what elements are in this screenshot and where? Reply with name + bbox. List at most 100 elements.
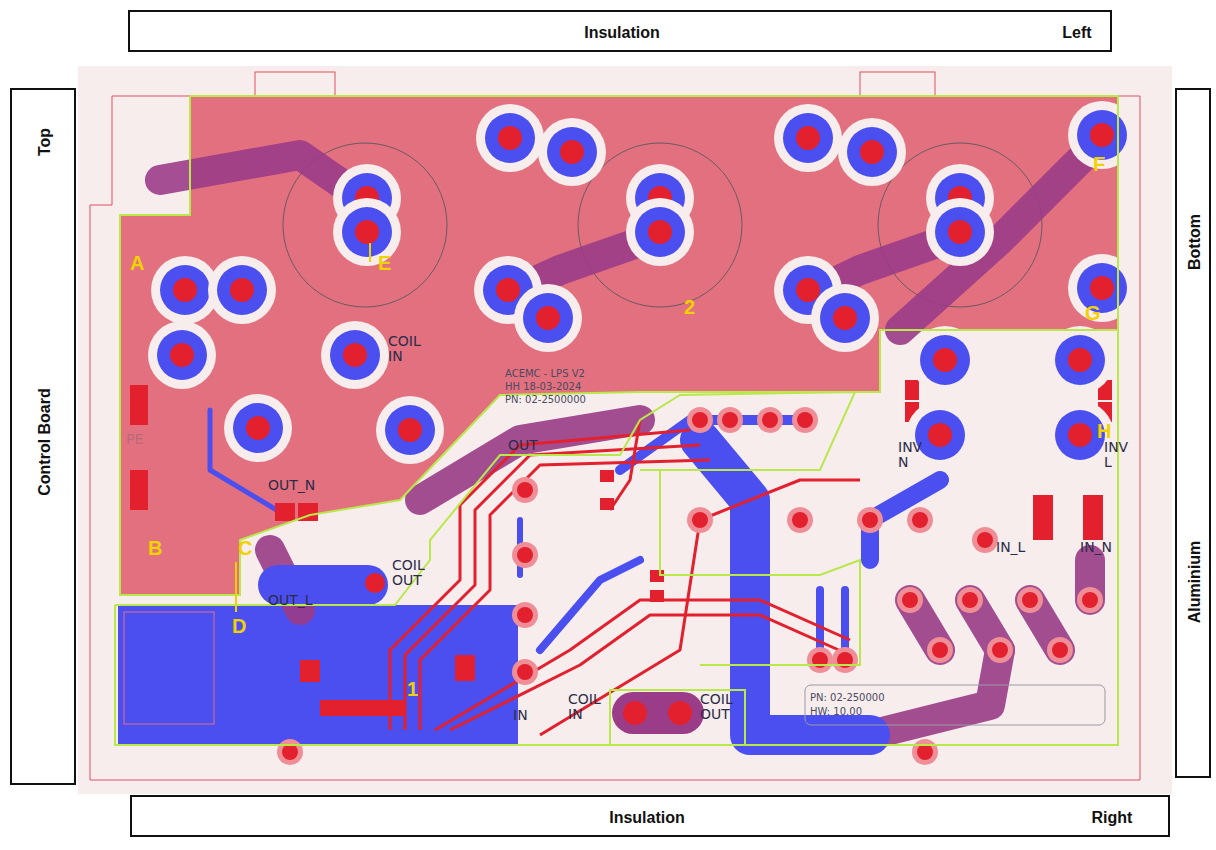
board-marking: ACEMC - LPS V2 bbox=[505, 368, 585, 379]
through-hole-pad bbox=[911, 326, 979, 394]
coil-pad bbox=[612, 692, 704, 734]
via bbox=[687, 407, 713, 433]
silkscreen-text: OUT bbox=[508, 438, 538, 453]
via bbox=[832, 647, 858, 673]
side-label-text: Left bbox=[1062, 24, 1091, 42]
via bbox=[687, 507, 713, 533]
copper-pour-top bbox=[120, 96, 1118, 595]
via bbox=[277, 739, 303, 765]
silkscreen-text: COIL OUT bbox=[700, 692, 733, 723]
silkscreen-text: COIL IN bbox=[568, 692, 601, 723]
leader-line bbox=[369, 243, 371, 262]
callout-letter: D bbox=[232, 615, 246, 637]
through-hole-pad bbox=[148, 101, 1136, 469]
side-label-text: Control Board bbox=[36, 388, 54, 496]
smd-pad bbox=[320, 700, 405, 716]
through-hole-pad bbox=[926, 198, 994, 266]
via bbox=[787, 507, 813, 533]
smd-pad bbox=[130, 385, 148, 425]
board-outline bbox=[660, 470, 860, 665]
via bbox=[957, 587, 983, 613]
board-outline bbox=[115, 96, 1118, 745]
purple-track bbox=[900, 140, 1100, 330]
via bbox=[897, 587, 923, 613]
side-label-text: Bottom bbox=[1186, 214, 1204, 270]
via bbox=[907, 507, 933, 533]
silkscreen-text: IN_N bbox=[1080, 540, 1112, 555]
callout-letter: G bbox=[1085, 302, 1101, 324]
via bbox=[987, 637, 1013, 663]
callout-number: 1 bbox=[407, 678, 418, 700]
coil-pad bbox=[668, 701, 692, 725]
side-label-text: Insulation bbox=[609, 809, 685, 827]
callout-number: 2 bbox=[684, 296, 695, 318]
silkscreen-text: OUT_N bbox=[268, 478, 315, 493]
through-hole-pad bbox=[148, 321, 216, 389]
side-label-text: Aluminium bbox=[1186, 541, 1204, 624]
smd-pad bbox=[300, 660, 320, 682]
via bbox=[912, 739, 938, 765]
copper-pour-top bbox=[120, 96, 1118, 595]
callout-letter: B bbox=[148, 537, 162, 559]
smd-pad bbox=[275, 503, 295, 521]
side-label-bar: InsulationLeft bbox=[128, 10, 1112, 52]
board-outline bbox=[805, 685, 1105, 725]
through-hole-pad bbox=[1046, 401, 1114, 469]
smd-pad bbox=[600, 470, 614, 482]
through-hole-pad bbox=[476, 104, 544, 172]
smd-pad bbox=[455, 655, 475, 681]
via bbox=[277, 407, 1103, 765]
silkscreen-text: IN bbox=[513, 708, 528, 723]
signal-trace bbox=[405, 445, 700, 730]
board-background bbox=[860, 72, 935, 96]
via bbox=[927, 637, 953, 663]
via bbox=[512, 477, 538, 503]
through-hole-pad bbox=[774, 104, 842, 172]
through-hole-pad bbox=[838, 118, 906, 186]
via bbox=[857, 507, 883, 533]
board-outline bbox=[610, 690, 745, 745]
silkscreen-text: IN_L bbox=[996, 540, 1025, 555]
via bbox=[1047, 637, 1073, 663]
via bbox=[757, 407, 783, 433]
silkscreen-text: INV L bbox=[1104, 440, 1128, 471]
via bbox=[1017, 587, 1043, 613]
via bbox=[717, 407, 743, 433]
smd-pad bbox=[130, 380, 1112, 716]
silkscreen-text: COIL IN bbox=[388, 334, 421, 365]
through-hole-pad bbox=[514, 284, 582, 352]
coil-pad bbox=[258, 565, 704, 734]
side-label-text: Right bbox=[1092, 809, 1133, 827]
silkscreen-text: OUT_L bbox=[268, 593, 313, 608]
silkscreen-text: COIL OUT bbox=[392, 558, 425, 589]
via bbox=[807, 647, 833, 673]
via bbox=[792, 407, 818, 433]
board-outline bbox=[115, 96, 1118, 745]
through-hole-pad bbox=[906, 401, 974, 469]
signal-trace bbox=[610, 420, 640, 510]
via bbox=[972, 527, 998, 553]
callout-letter: A bbox=[130, 252, 144, 274]
callout-letter: H bbox=[1097, 420, 1111, 442]
board-background bbox=[78, 66, 1172, 794]
board-marking: HW: 10.00 bbox=[810, 706, 862, 717]
through-hole-pad bbox=[626, 198, 694, 266]
via bbox=[1077, 587, 1103, 613]
side-label-bar: BottomAluminium bbox=[1175, 88, 1211, 778]
board-background bbox=[78, 66, 1172, 794]
callout-letter: F bbox=[1093, 153, 1105, 175]
through-hole-pad bbox=[376, 396, 444, 464]
copper-pour-bottom bbox=[124, 612, 214, 724]
smd-pad bbox=[1083, 495, 1103, 540]
smd-pad bbox=[1033, 495, 1053, 540]
blue-track bbox=[210, 410, 940, 735]
through-hole-pad bbox=[1068, 254, 1136, 322]
board-background bbox=[90, 96, 1140, 780]
coil-pad bbox=[365, 573, 385, 593]
signal-trace bbox=[390, 420, 860, 735]
through-hole-pad bbox=[1046, 326, 1114, 394]
smd-pad bbox=[905, 380, 919, 400]
board-marking: PN: 02-250000 bbox=[810, 692, 885, 703]
board-marking: PN: 02-2500000 bbox=[505, 394, 586, 405]
